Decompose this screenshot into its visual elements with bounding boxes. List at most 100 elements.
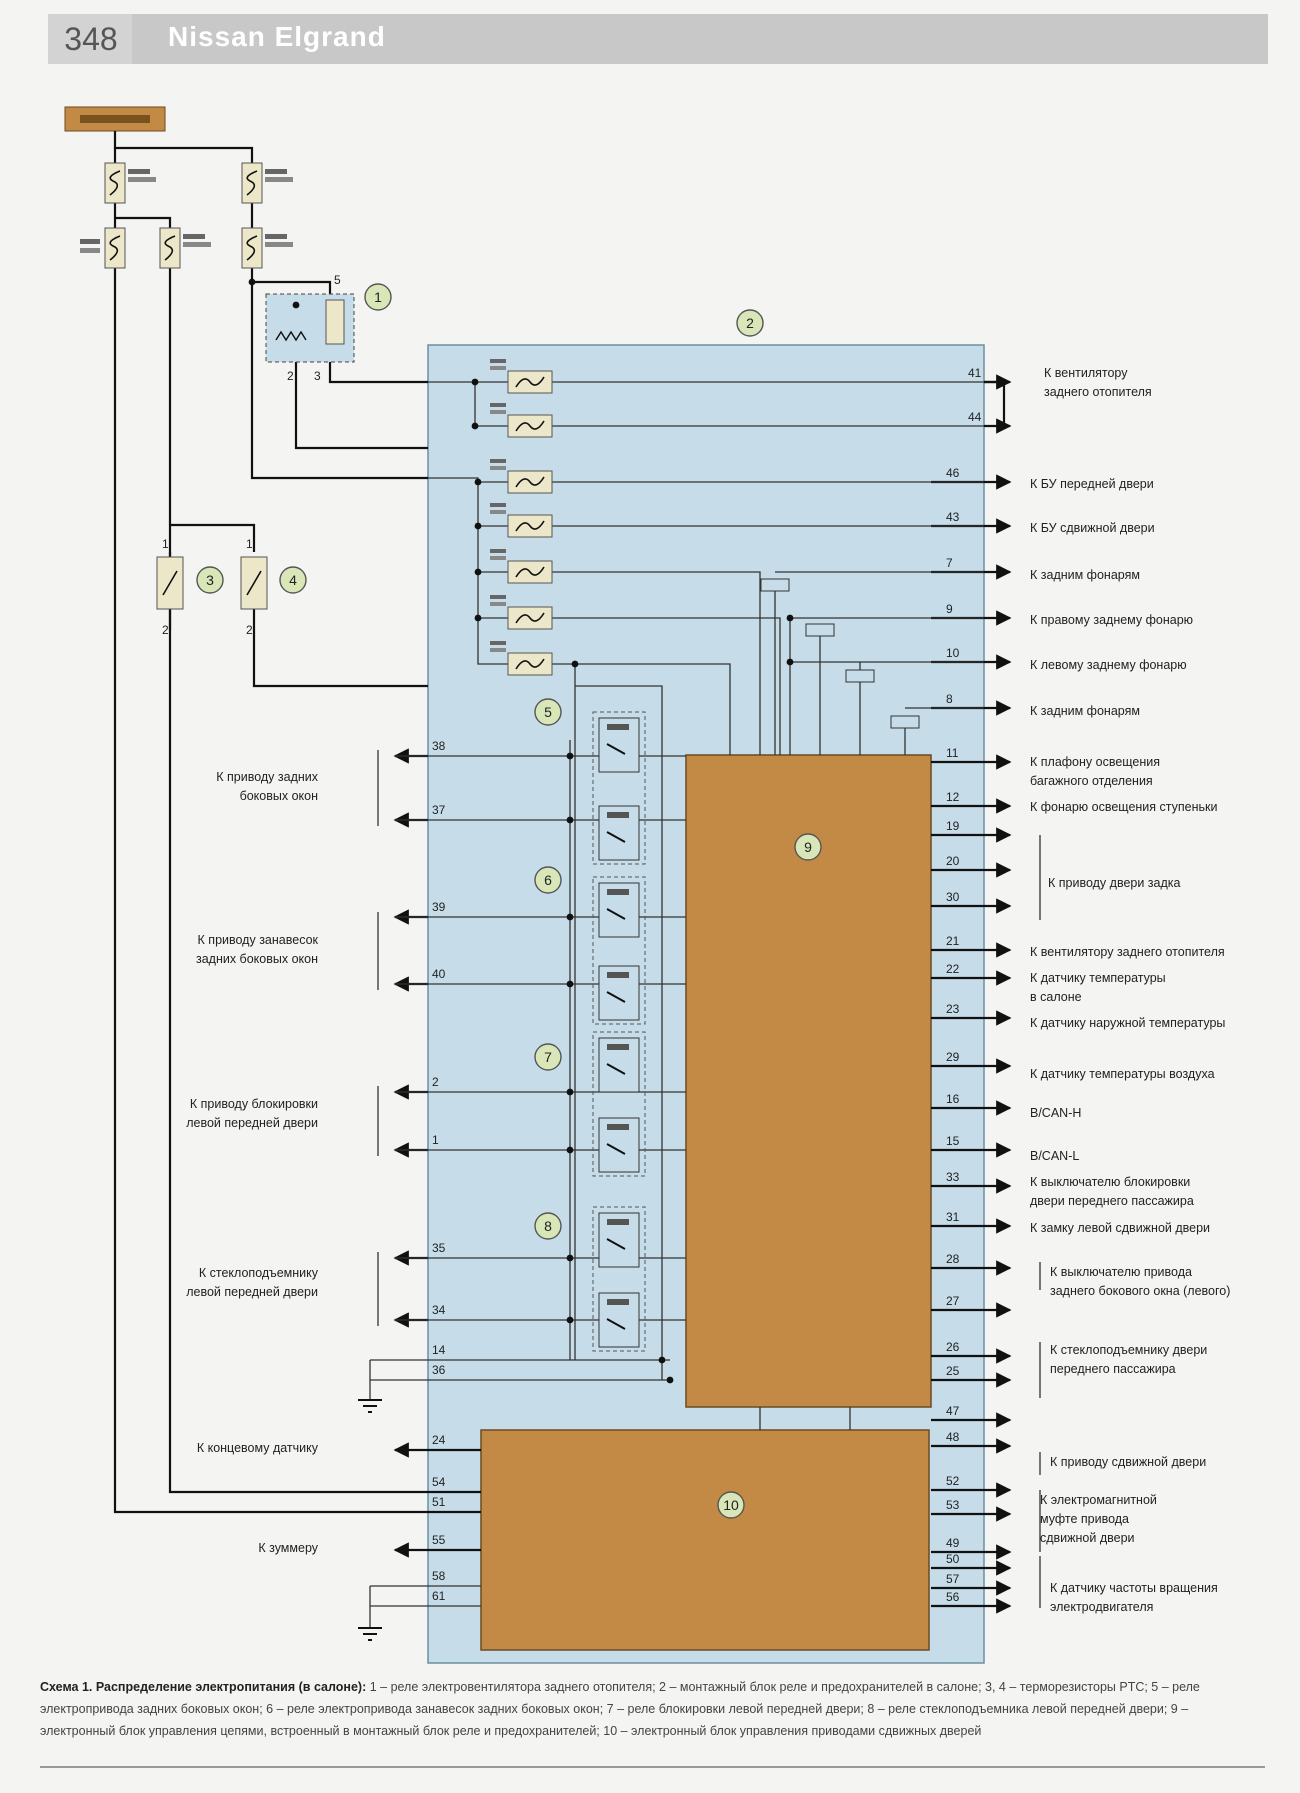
relay-coil-mark <box>607 889 629 895</box>
junction-dot <box>471 422 479 430</box>
block-number-circle <box>364 283 392 311</box>
left-pin-number: 58 <box>432 1569 446 1583</box>
block-number: 7 <box>544 1049 552 1065</box>
right-connector-label: в салоне <box>1030 990 1082 1004</box>
right-pin-number: 9 <box>946 602 953 616</box>
right-connector-label: К замку левой сдвижной двери <box>1030 1221 1210 1235</box>
fuse-rating-mark <box>490 556 506 560</box>
caption-title: Схема 1. Распределение электропитания (в… <box>40 1680 367 1694</box>
fuse-rating-mark <box>490 410 506 414</box>
wire <box>113 268 428 1514</box>
block-number: 9 <box>804 839 812 855</box>
right-connector-label: К датчику наружной температуры <box>1030 1016 1225 1030</box>
ecu-9-block <box>685 754 932 1408</box>
left-pin-number: 36 <box>432 1363 446 1377</box>
right-connector-label: багажного отделения <box>1030 774 1153 788</box>
junction-dot <box>566 752 574 760</box>
junction-dot <box>474 478 482 486</box>
right-pin-number: 41 <box>968 366 982 380</box>
ptc-pin-number: 1 <box>162 537 169 551</box>
fuse-rating-mark <box>490 549 506 553</box>
right-connector-label: двери переднего пассажира <box>1030 1194 1194 1208</box>
right-pin-number: 20 <box>946 854 960 868</box>
junction-dot <box>474 522 482 530</box>
ptc-slash-icon <box>246 570 262 596</box>
wire <box>252 609 428 688</box>
bottom-rule <box>40 1766 1265 1768</box>
block-number: 4 <box>289 572 297 588</box>
fuse-link-icon <box>515 612 545 624</box>
right-connector-label: B/CAN-H <box>1030 1106 1081 1120</box>
ground-icon <box>358 1627 382 1641</box>
right-connector-label: К задним фонарям <box>1030 568 1140 582</box>
wire <box>984 380 1006 426</box>
right-connector-label: К плафону освещения <box>1030 755 1160 769</box>
right-pin-number: 31 <box>946 1210 960 1224</box>
fuse-icon <box>104 227 126 269</box>
ptc-pin-number: 2 <box>162 623 169 637</box>
block-number-circle <box>534 1043 562 1071</box>
right-pin-number: 49 <box>946 1536 960 1550</box>
page-number: 348 <box>48 14 134 64</box>
left-pin-number: 38 <box>432 739 446 753</box>
junction-dot <box>786 614 794 622</box>
book-title: Nissan Elgrand <box>168 21 386 52</box>
left-pin-number: 61 <box>432 1589 446 1603</box>
junction-dot <box>292 301 300 309</box>
fuse-rating-mark <box>490 403 506 407</box>
left-pin-number: 24 <box>432 1433 446 1447</box>
right-pin-number: 19 <box>946 819 960 833</box>
wire <box>552 663 731 755</box>
right-connector-label: муфте привода <box>1040 1512 1129 1526</box>
fuse-link-icon <box>515 476 545 488</box>
left-connector-label: левой передней двери <box>186 1116 318 1130</box>
relay-switch-icon <box>606 908 626 920</box>
right-pin-number: 52 <box>946 1474 960 1488</box>
fuse-rating-mark <box>80 248 100 253</box>
left-pin-number: 14 <box>432 1343 446 1357</box>
wire <box>250 268 332 300</box>
left-pin-number: 51 <box>432 1495 446 1509</box>
relay-pin-number: 2 <box>287 369 294 383</box>
left-pin-number: 54 <box>432 1475 446 1489</box>
relay-switch-icon <box>606 1143 626 1155</box>
ptc-pin-number: 1 <box>246 537 253 551</box>
right-pin-number: 26 <box>946 1340 960 1354</box>
junction-dot <box>566 1316 574 1324</box>
right-connector-label: К вентилятору заднего отопителя <box>1030 945 1225 959</box>
right-connector-label: заднего бокового окна (левого) <box>1050 1284 1230 1298</box>
right-pin-number: 22 <box>946 962 960 976</box>
fuse-rating-mark <box>490 602 506 606</box>
wire <box>168 268 428 1494</box>
fuse-rating-mark <box>265 234 287 239</box>
left-pin-number: 1 <box>432 1133 439 1147</box>
junction-dot <box>566 816 574 824</box>
block-number: 8 <box>544 1218 552 1234</box>
left-connector-label: К концевому датчику <box>197 1441 319 1455</box>
right-connector-label: заднего отопителя <box>1044 385 1152 399</box>
right-pin-number: 50 <box>946 1552 960 1566</box>
block-number-circle <box>794 833 822 861</box>
relay-coil-mark <box>607 812 629 818</box>
fuse-rating-mark <box>265 242 293 247</box>
fuse-link-icon <box>246 235 258 261</box>
fuse-rating-mark <box>80 239 100 244</box>
right-pin-number: 29 <box>946 1050 960 1064</box>
block-number-circle <box>534 698 562 726</box>
right-connector-label: К датчику температуры воздуха <box>1030 1067 1215 1081</box>
wire <box>115 216 172 230</box>
block-number-circle <box>279 566 307 594</box>
right-pin-number: 27 <box>946 1294 960 1308</box>
fuse-link-icon <box>515 658 545 670</box>
right-pin-number: 11 <box>946 746 959 760</box>
transistor-icon <box>805 623 835 637</box>
junction-dot <box>666 1376 674 1384</box>
block-number: 5 <box>544 704 552 720</box>
fuse-rating-mark <box>128 169 150 174</box>
right-pin-number: 7 <box>946 556 953 570</box>
fuse-link-icon <box>109 170 121 196</box>
fuse-rating-mark <box>490 359 506 363</box>
fuse-link-icon <box>109 235 121 261</box>
left-pin-number: 55 <box>432 1533 446 1547</box>
relay-1-coil-icon <box>275 330 307 342</box>
